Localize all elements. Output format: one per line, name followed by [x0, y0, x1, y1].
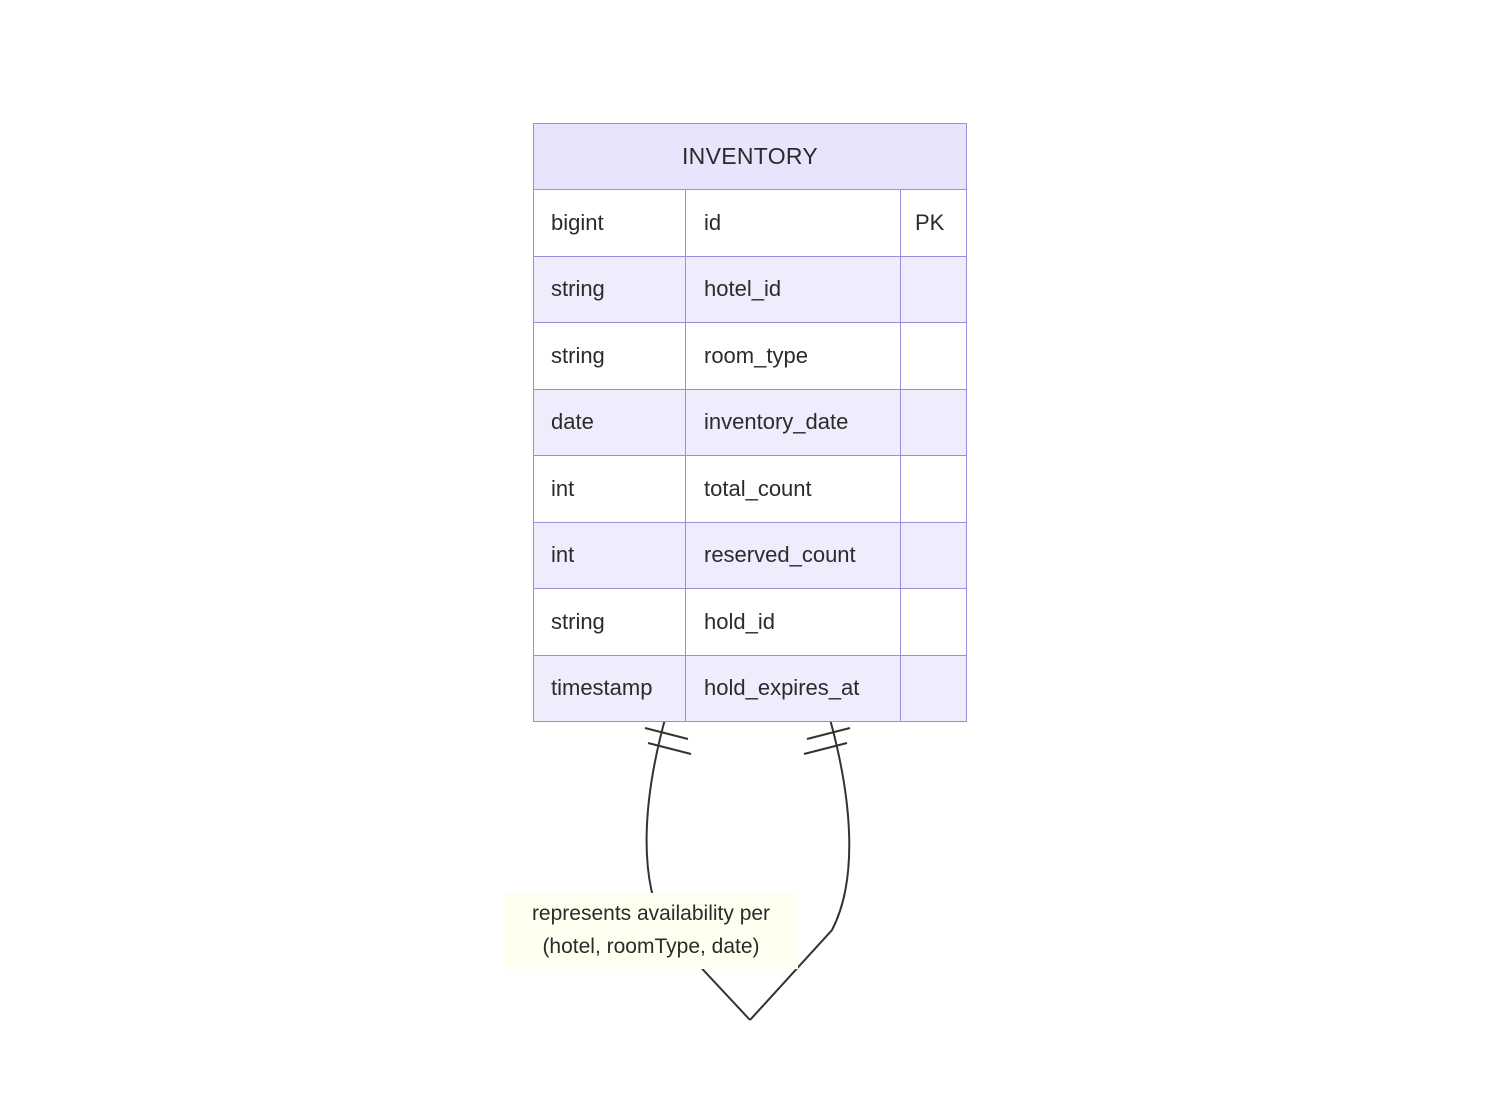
attribute-name: id: [686, 190, 901, 256]
table-row[interactable]: int reserved_count: [534, 522, 966, 589]
relationship-line-left[interactable]: [645, 711, 751, 1021]
attribute-key: [901, 257, 966, 323]
table-row[interactable]: string hold_id: [534, 589, 966, 656]
attribute-type: int: [534, 522, 686, 588]
attribute-type: timestamp: [534, 655, 686, 721]
attribute-type: string: [534, 256, 686, 322]
entity-attribute-list: bigint id PK string hotel_id string room…: [534, 190, 966, 721]
attribute-key: [901, 390, 966, 456]
relationship-label-line-2: (hotel, roomType, date): [542, 935, 760, 958]
attribute-name: total_count: [686, 456, 901, 522]
attribute-name: room_type: [686, 323, 901, 389]
table-row[interactable]: date inventory_date: [534, 389, 966, 456]
attribute-key: [901, 656, 966, 722]
cardinality-marker-left-exactly-one: [644, 727, 692, 755]
table-row[interactable]: int total_count: [534, 456, 966, 523]
entity-header: INVENTORY: [534, 124, 966, 190]
entity-title: INVENTORY: [681, 143, 819, 169]
relationship-label: represents availability per (hotel, room…: [504, 893, 798, 969]
entity-inventory[interactable]: INVENTORY bigint id PK string hotel_id s…: [533, 123, 967, 722]
cardinality-marker-right-exactly-one: [803, 727, 851, 755]
attribute-type: int: [534, 456, 686, 522]
attribute-name: inventory_date: [686, 389, 901, 455]
table-row[interactable]: bigint id PK: [534, 190, 966, 257]
attribute-key: [901, 523, 966, 589]
attribute-type: string: [534, 323, 686, 389]
attribute-key: [901, 456, 966, 522]
attribute-name: hold_expires_at: [686, 655, 901, 721]
relationship-line-right[interactable]: [749, 711, 851, 1021]
attribute-key: [901, 589, 966, 655]
attribute-type: string: [534, 589, 686, 655]
attribute-type: date: [534, 389, 686, 455]
table-row[interactable]: string hotel_id: [534, 256, 966, 323]
attribute-type: bigint: [534, 190, 686, 256]
attribute-key: [901, 323, 966, 389]
table-row[interactable]: string room_type: [534, 323, 966, 390]
attribute-key: PK: [915, 209, 945, 235]
relationship-label-line-1: represents availability per: [531, 902, 771, 925]
table-row[interactable]: timestamp hold_expires_at: [534, 655, 966, 722]
attribute-name: hold_id: [686, 589, 901, 655]
attribute-name: hotel_id: [686, 256, 901, 322]
attribute-name: reserved_count: [686, 522, 901, 588]
